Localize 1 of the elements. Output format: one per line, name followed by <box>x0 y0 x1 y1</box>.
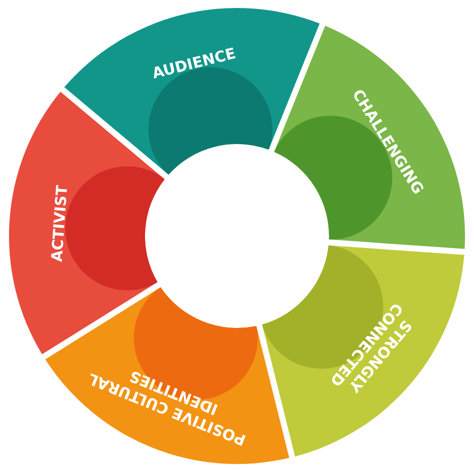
segment-label: ACTIVIST <box>48 184 72 262</box>
